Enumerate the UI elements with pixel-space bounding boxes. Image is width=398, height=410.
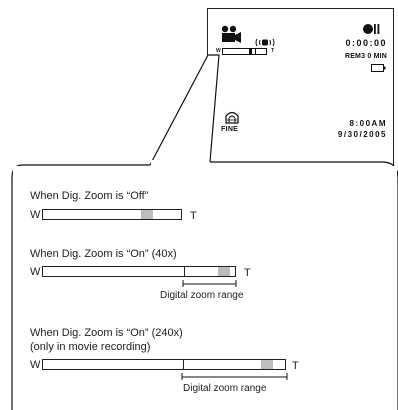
lcd-zoom-divider [255, 49, 256, 54]
lcd-zoom-t-label: T [271, 48, 275, 54]
callout-joint [151, 160, 209, 168]
image-stabilizer-icon [255, 38, 275, 47]
on240-optical-digital-divider [183, 360, 184, 369]
on240-range-label: Digital zoom range [183, 383, 267, 394]
lcd-zoom-bar [222, 48, 267, 55]
on240-range-bracket [181, 373, 288, 380]
remaining-time: REM3 0 MIN [344, 53, 387, 60]
off-zoom-bar [42, 209, 182, 220]
viewfinder-display: W T 0:00:00 REM3 0 MIN FINE 8:00AM 9/30/… [207, 8, 394, 170]
on240-w-label: W [30, 359, 41, 371]
clock-date: 9/30/2005 [337, 130, 387, 139]
clock-time: 8:00AM [349, 119, 387, 128]
on40-t-label: T [244, 267, 251, 279]
on240-t-label: T [292, 360, 299, 372]
off-zoom-position [141, 210, 153, 219]
on240-zoom-position [261, 360, 273, 369]
on40-zoom-position [218, 267, 230, 276]
recording-counter: 0:00:00 [345, 38, 387, 48]
lcd-zoom-w-label: W [216, 48, 221, 54]
on40-optical-digital-divider [184, 267, 185, 276]
quality-icon [225, 111, 239, 124]
record-pause-icon [363, 24, 380, 34]
caption-off: When Dig. Zoom is “Off” [30, 190, 149, 202]
quality-label: FINE [221, 126, 239, 133]
on40-range-bracket [182, 280, 237, 287]
on40-zoom-bar [42, 266, 236, 277]
lcd-zoom-marker [249, 49, 252, 54]
movie-camera-icon [221, 25, 241, 43]
battery-icon [371, 64, 386, 72]
caption-on-240x-note: (only in movie recording) [30, 341, 151, 353]
off-t-label: T [190, 210, 197, 222]
caption-on-40x: When Dig. Zoom is “On” (40x) [30, 248, 177, 260]
on40-w-label: W [30, 266, 41, 278]
caption-on-240x: When Dig. Zoom is “On” (240x) [30, 327, 183, 339]
on240-zoom-bar [42, 359, 286, 370]
on40-range-label: Digital zoom range [160, 290, 244, 301]
off-w-label: W [30, 209, 41, 221]
